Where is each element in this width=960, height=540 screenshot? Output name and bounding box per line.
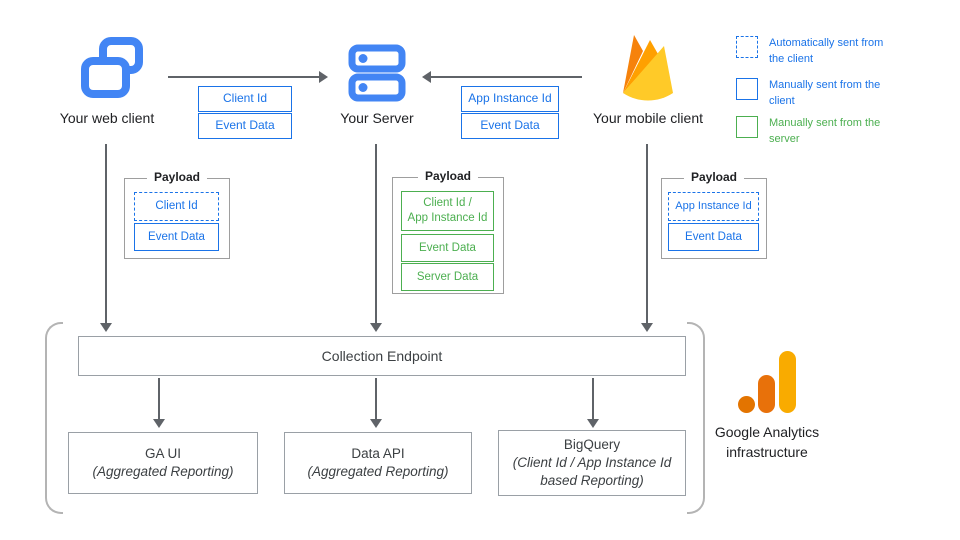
firebase-icon [620,31,676,105]
infrastructure-caption: Google Analytics infrastructure [714,424,820,461]
legend-swatch-solid-blue [736,78,758,100]
legend-label: Manually sent from the client [769,79,881,107]
payload-item-client-id-app-instance-id: Client Id / App Instance Id [401,191,494,231]
collection-endpoint-label: Collection Endpoint [321,347,443,364]
arrow-mobile-to-server [422,71,582,83]
output-subtitle: (Client Id / App Instance Id based Repor… [512,454,672,489]
arrow-web-to-server [168,71,328,83]
output-box-bigquery: BigQuery (Client Id / App Instance Id ba… [498,430,686,496]
payload-title: Payload [417,169,479,183]
infrastructure-bracket-right [687,322,705,514]
flow-label-app-instance-id: App Instance Id [461,86,559,112]
payload-title: Payload [146,170,208,184]
google-analytics-logo-icon [736,348,798,414]
legend-label: Automatically sent from the client [769,37,884,65]
payload-item-event-data: Event Data [668,223,759,251]
output-title: BigQuery [563,436,621,452]
payload-mobile: Payload App Instance Id Event Data [661,170,767,259]
output-box-ga-ui: GA UI (Aggregated Reporting) [68,432,258,494]
arrow-endpoint-to-bigquery [587,378,599,428]
payload-item-event-data: Event Data [134,223,219,251]
legend-item-manual-server: Manually sent from the server [736,116,894,148]
legend-item-automatic-client: Automatically sent from the client [736,36,894,68]
infrastructure-bracket-left [45,322,63,514]
output-title: Data API [351,445,405,461]
server-label: Your Server [340,110,414,126]
payload-item-client-id: Client Id [134,192,219,221]
output-subtitle: (Aggregated Reporting) [92,464,234,479]
payload-web: Payload Client Id Event Data [124,170,230,259]
arrow-mobile-to-endpoint [641,144,653,332]
flow-label-event-data: Event Data [198,113,292,139]
arrow-server-to-endpoint [370,144,382,332]
arrow-endpoint-to-ga-ui [153,378,165,428]
flow-label-client-id: Client Id [198,86,292,112]
output-box-data-api: Data API (Aggregated Reporting) [284,432,472,494]
arrow-endpoint-to-data-api [370,378,382,428]
legend-swatch-solid-green [736,116,758,138]
arrow-web-to-endpoint [100,144,112,332]
flow-label-event-data-2: Event Data [461,113,559,139]
legend-swatch-dashed-blue [736,36,758,58]
legend-label: Manually sent from the server [769,117,881,145]
legend-item-manual-client: Manually sent from the client [736,78,894,110]
payload-server: Payload Client Id / App Instance Id Even… [392,169,504,294]
server-icon [348,44,406,104]
payload-item-server-data: Server Data [401,263,494,291]
payload-item-event-data: Event Data [401,234,494,262]
collection-endpoint-box: Collection Endpoint [78,336,686,376]
web-client-label: Your web client [59,110,155,126]
web-client-icon [80,36,144,102]
payload-title: Payload [683,170,745,184]
output-subtitle: (Aggregated Reporting) [307,464,449,479]
output-title: GA UI [144,445,181,461]
payload-item-app-instance-id: App Instance Id [668,192,759,221]
mobile-client-label: Your mobile client [593,110,703,126]
